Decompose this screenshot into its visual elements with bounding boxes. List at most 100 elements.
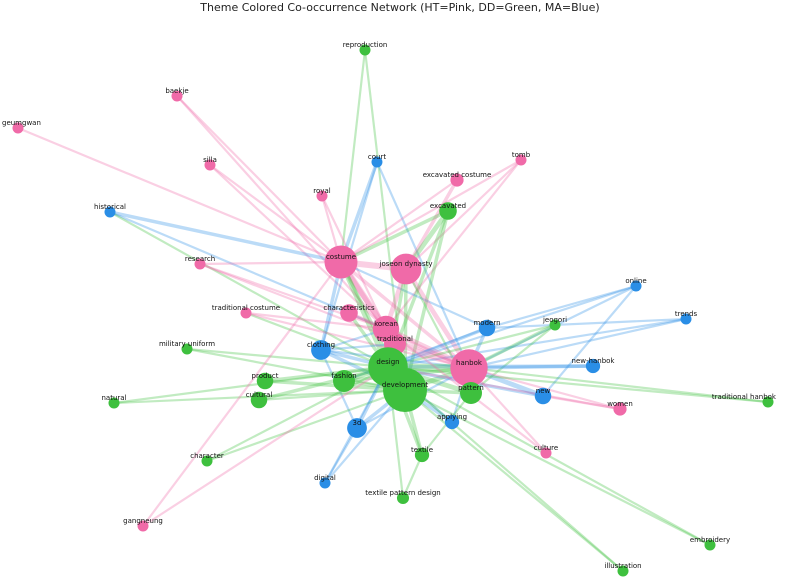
- node-label-research: research: [185, 255, 215, 263]
- node-circle-geumgwan: [12, 122, 24, 134]
- edge-online-modern: [485, 284, 638, 330]
- edge-baekje-korean: [175, 94, 388, 331]
- node-cultural: cultural: [246, 391, 273, 409]
- node-layer: reproduction baekje geumgwan silla court tomb…: [2, 41, 777, 577]
- node-label-new: new: [536, 387, 551, 395]
- edge-online-design: [386, 284, 638, 369]
- edge-women-design: [386, 365, 622, 411]
- edge-geumgwan-costume: [16, 126, 343, 264]
- node-label-development: development: [382, 381, 428, 389]
- node-label-new-hanbok: new-hanbok: [572, 357, 616, 365]
- node-pattern: pattern: [458, 382, 484, 404]
- node-circle-silla: [204, 159, 216, 171]
- node-reproduction: reproduction: [343, 41, 387, 56]
- node-circle-modern: [478, 319, 496, 337]
- node-baekje: baekje: [165, 87, 189, 102]
- node-label-modern: modern: [473, 319, 500, 327]
- node-label-geumgwan: geumgwan: [2, 119, 41, 127]
- edge-tomb-joseon-dynasty: [404, 158, 523, 271]
- edge-traditional-costume-hanbok: [244, 311, 471, 370]
- node-circle-digital: [319, 477, 331, 489]
- edge-embroidery-development: [403, 388, 712, 547]
- node-label-natural: natural: [101, 394, 126, 402]
- node-circle-women: [613, 402, 627, 416]
- node-label-costume: costume: [326, 253, 356, 261]
- edge-trends-design: [386, 317, 688, 369]
- node-circle-royal: [316, 190, 328, 202]
- node-label-textile-pattern-design: textile pattern design: [365, 489, 440, 497]
- node-circle-hanbok: [450, 349, 488, 387]
- edge-modern-fashion: [342, 326, 489, 383]
- edge-textile-textile-pattern-design: [401, 453, 424, 500]
- edge-3d-digital: [323, 426, 359, 485]
- node-label-trends: trends: [675, 310, 698, 318]
- node-natural: natural: [101, 394, 127, 409]
- node-label-character: character: [190, 452, 224, 460]
- edge-excavated-costume: [339, 209, 450, 264]
- edge-excavated-costume-joseon-dynasty: [404, 178, 459, 271]
- node-circle-textile-pattern-design: [396, 491, 410, 505]
- node-circle-costume: [324, 245, 358, 279]
- node-circle-historical: [104, 206, 116, 218]
- node-circle-new: [534, 387, 552, 405]
- node-women: women: [607, 400, 633, 416]
- node-label-court: court: [368, 153, 386, 161]
- node-label-excavated-costume: excavated costume: [423, 171, 492, 179]
- node-circle-tomb: [515, 154, 527, 166]
- node-label-characteristics: characteristics: [323, 304, 375, 312]
- edge-joseon-dynasty-hanbok: [403, 266, 472, 371]
- node-development: development: [382, 368, 428, 412]
- node-new-hanbok: new-hanbok: [572, 357, 616, 374]
- node-trends: trends: [675, 310, 698, 325]
- node-circle-illustration: [617, 565, 629, 577]
- edge-gangneung-costume: [141, 260, 343, 528]
- edge-research-costume: [198, 260, 343, 266]
- node-label-fashion: fashion: [331, 372, 357, 380]
- edge-illustration-design: [386, 365, 625, 573]
- node-label-pattern: pattern: [458, 384, 484, 392]
- edge-traditional-hanbok-hanbok: [467, 366, 770, 404]
- edge-online-new: [541, 284, 638, 398]
- node-label-royal: royal: [313, 187, 330, 195]
- node-excavated: excavated: [430, 202, 466, 220]
- node-circle-research: [194, 258, 206, 270]
- node-label-culture: culture: [534, 444, 558, 452]
- node-circle-jeogori: [549, 319, 561, 331]
- node-embroidery: embroidery: [690, 536, 730, 551]
- node-label-military-uniform: military uniform: [159, 340, 215, 348]
- node-circle-trends: [680, 313, 692, 325]
- node-label-jeogori: jeogori: [542, 316, 567, 324]
- edge-traditional-costume-design: [244, 311, 390, 369]
- edge-historical-costume: [108, 210, 343, 264]
- node-circle-excavated-costume: [450, 173, 464, 187]
- edge-historical-design: [108, 210, 390, 369]
- node-court: court: [368, 153, 386, 168]
- edge-character-development: [205, 388, 407, 463]
- node-circle-character: [201, 455, 213, 467]
- node-online: online: [625, 277, 647, 292]
- node-textile: textile: [411, 446, 433, 463]
- node-label-online: online: [625, 277, 646, 285]
- edge-design-product: [263, 365, 390, 383]
- node-label-tomb: tomb: [512, 151, 531, 159]
- node-label-joseon-dynasty: joseon dynasty: [379, 260, 433, 268]
- node-circle-traditional-hanbok: [762, 396, 774, 408]
- node-circle-court: [371, 156, 383, 168]
- edge-military-uniform-development: [185, 347, 407, 392]
- node-applying: applying: [437, 413, 467, 430]
- edge-costume-hanbok: [339, 260, 471, 370]
- node-digital: digital: [314, 474, 336, 489]
- edge-historical-korean: [108, 210, 388, 331]
- edge-silla-costume: [208, 163, 343, 264]
- node-excavated-costume: excavated costume: [423, 171, 492, 187]
- node-label-textile: textile: [411, 446, 433, 454]
- node-historical: historical: [94, 203, 126, 218]
- node-label-3d: 3d: [353, 419, 362, 427]
- node-label-cultural: cultural: [246, 391, 273, 399]
- edge-cultural-development: [257, 388, 407, 402]
- node-label-silla: silla: [203, 156, 217, 164]
- node-circle-product: [256, 372, 274, 390]
- node-label-gangneung: gangneung: [123, 517, 163, 525]
- node-label-product: product: [252, 372, 279, 380]
